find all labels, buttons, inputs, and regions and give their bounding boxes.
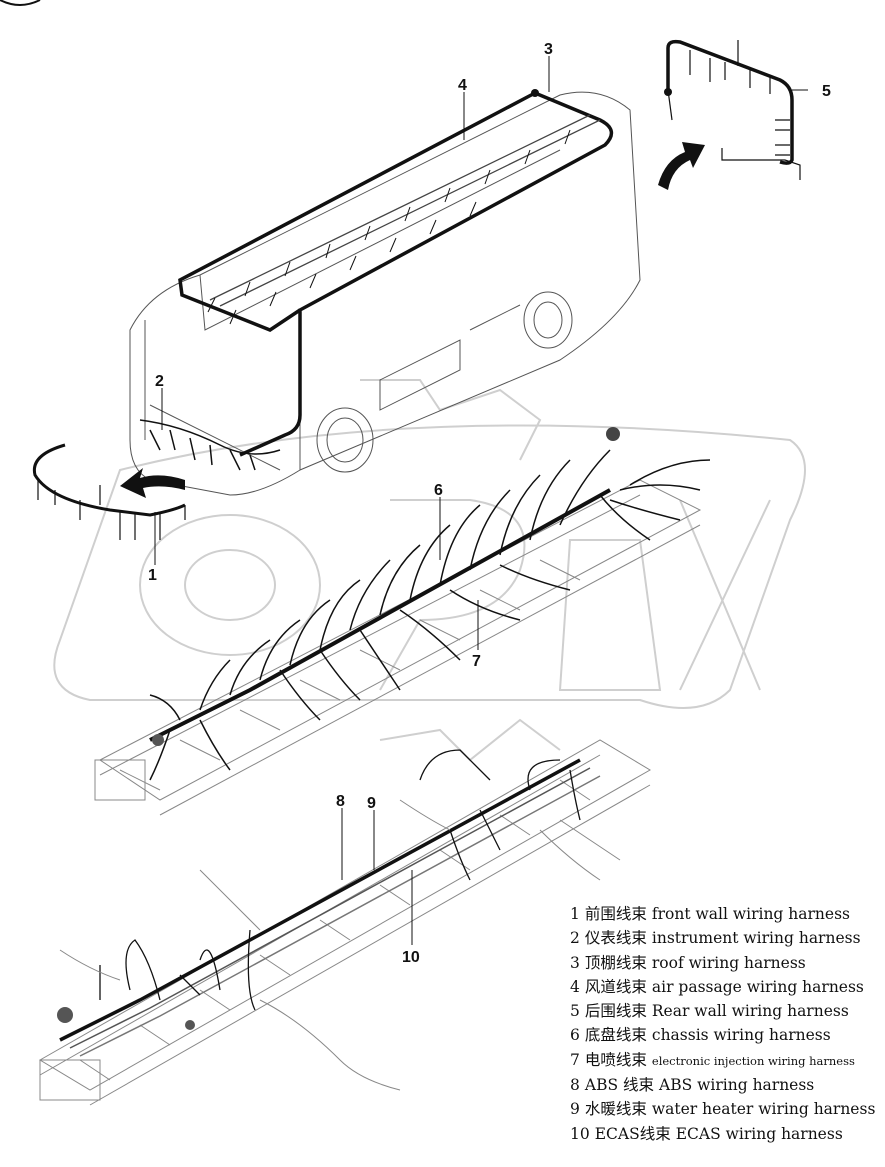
front-wall-harness (32, 443, 186, 517)
roof-branches (207, 129, 571, 325)
front-wall-branches (37, 478, 186, 540)
callout-2: 2 (155, 373, 164, 390)
rear-wall-harness (666, 39, 794, 165)
callout-9: 9 (367, 795, 376, 812)
callout-5: 5 (822, 83, 831, 100)
callout-4: 4 (458, 77, 467, 94)
chassis-frame-upper (94, 479, 702, 816)
roof-harness (178, 91, 614, 457)
chassis-branches (149, 449, 711, 781)
chassis-frame-lower (39, 739, 651, 1106)
bus-body (129, 91, 641, 496)
arrow-left-icon (120, 468, 185, 498)
leader-lines (154, 56, 808, 945)
lower-branches-gray (59, 799, 621, 1091)
instrument-harness (139, 419, 281, 471)
lower-harnesses (59, 758, 601, 1057)
rear-wall-branches (667, 40, 801, 180)
callout-7: 7 (472, 653, 481, 670)
lower-branches (99, 749, 581, 1011)
chassis-harness (149, 488, 611, 742)
callout-10: 10 (402, 949, 420, 966)
air-passage-harness (209, 114, 601, 307)
callout-8: 8 (336, 793, 345, 810)
callout-1: 1 (148, 567, 157, 584)
header-fragment (0, 0, 41, 6)
arrow-up-right-icon (658, 142, 705, 190)
callout-3: 3 (544, 41, 553, 58)
watermark-logo (53, 379, 806, 762)
callout-6: 6 (434, 482, 443, 499)
